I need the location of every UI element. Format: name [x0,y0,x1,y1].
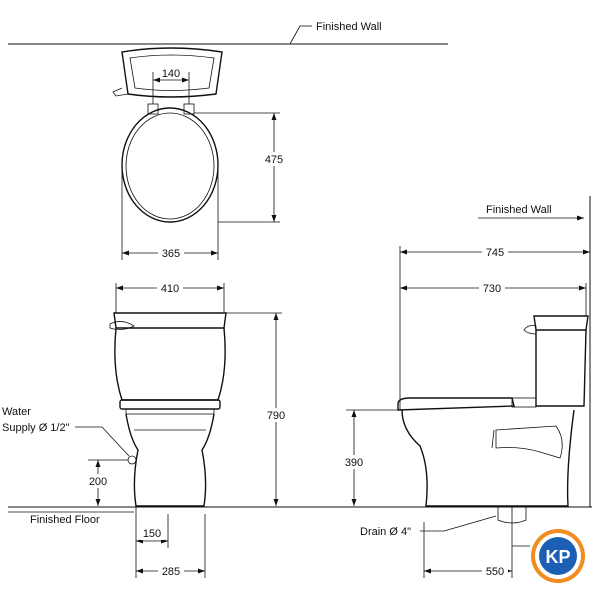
kp-logo-badge: KP [531,529,585,583]
water-supply-label-1: Water [2,406,31,418]
finished-wall-right-label: Finished Wall [486,204,552,216]
dim-seat-height: 390 [345,457,363,469]
dim-seat-width: 365 [162,248,180,260]
plan-view: 140 475 365 [112,47,286,260]
dim-drain-distance: 550 [486,566,504,578]
dim-supply-height: 200 [89,476,107,488]
dim-overall-depth: 745 [486,247,504,259]
water-supply-label-2: Supply Ø 1/2" [2,422,70,434]
side-view: Finished Wall 745 730 390 Drain Ø 4" [342,196,591,578]
kp-logo-text: KP [545,547,570,567]
dim-bowl-depth: 730 [483,283,501,295]
finished-floor-label: Finished Floor [30,514,100,526]
finished-floor: Finished Floor [8,506,592,526]
drain-label: Drain Ø 4" [360,526,411,538]
dim-seat-depth: 475 [265,154,283,166]
top-finished-wall: Finished Wall [8,21,448,45]
finished-wall-top-label: Finished Wall [316,21,382,33]
dim-total-height: 790 [267,410,285,422]
dim-base-width: 150 [143,528,161,540]
dim-foot-width: 285 [162,566,180,578]
front-view: 410 Water Supply Ø 1/2" 200 790 150 [2,281,288,578]
dim-tank-width: 410 [161,283,179,295]
dim-bolt-spacing: 140 [162,68,180,80]
